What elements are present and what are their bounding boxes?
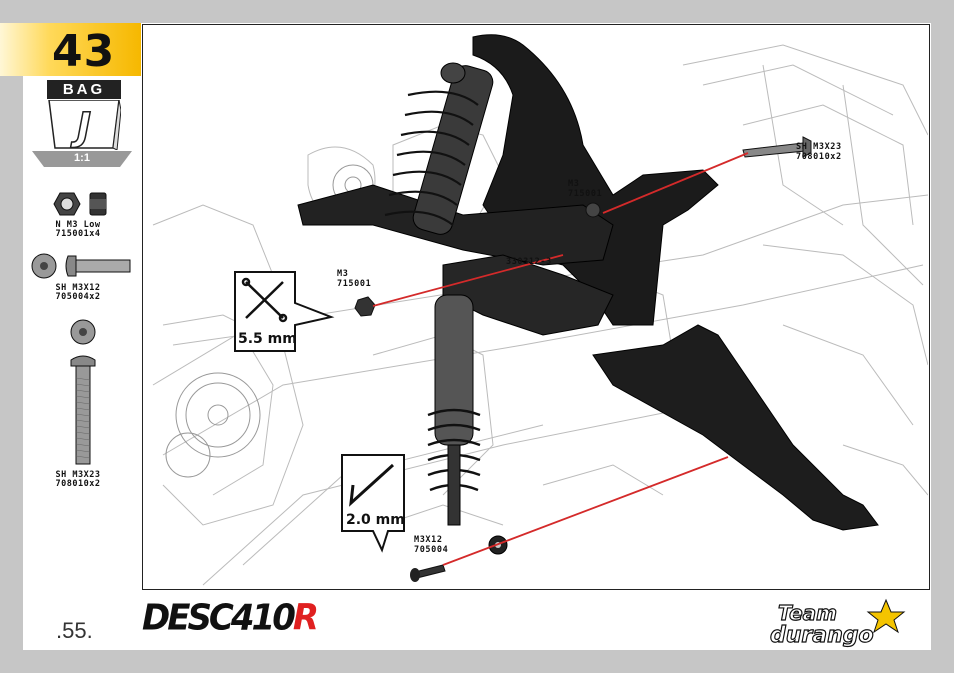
callout-part-330312: 330312-3	[506, 257, 552, 267]
part-code: 708010x2	[55, 479, 101, 489]
page-number: .55.	[56, 618, 93, 643]
callout-m3-lower-name: M3	[337, 269, 349, 279]
hex-key-icon	[349, 463, 395, 507]
part-name: SH M3X23	[55, 470, 101, 480]
lower-arm	[592, 324, 879, 531]
brand-main: DESC410	[142, 597, 296, 639]
callout-sh-m3x23-name: SH M3X23	[796, 142, 842, 152]
assembly-diagram	[142, 24, 930, 590]
brand-suffix: R	[292, 597, 319, 639]
step-number: 43	[52, 26, 116, 77]
tool-size-cross-wrench: 5.5 mm	[238, 331, 297, 347]
cross-wrench-icon	[241, 277, 288, 323]
team-durango-logo: Team durango	[769, 598, 906, 648]
assembly-lines	[372, 152, 749, 566]
callout-m3x12-name: M3X12	[414, 535, 443, 545]
scale-label: 1:1	[74, 152, 90, 164]
screw-m3x12-icon	[31, 253, 131, 279]
svg-text:Team: Team	[778, 601, 837, 625]
part-code: 705004x2	[55, 292, 101, 302]
screw-m3x23-icon	[70, 319, 96, 465]
bag-icon: J	[48, 100, 121, 150]
part-name: SH M3X12	[55, 283, 101, 293]
nut-icon	[53, 192, 107, 216]
callout-sh-m3x23-code: 708010x2	[796, 152, 842, 162]
part-code: 715001x4	[55, 229, 101, 239]
step-badge	[0, 23, 141, 76]
brand-logo: DESC410R	[142, 597, 319, 639]
tool-callouts	[234, 271, 405, 553]
callout-m3-lower-code: 715001	[337, 279, 372, 289]
part-name: N M3 Low	[55, 220, 101, 230]
hardware	[354, 136, 812, 582]
tool-size-hex-key: 2.0 mm	[346, 512, 405, 528]
suspension-drawing	[152, 34, 929, 586]
callout-m3x12-code: 705004	[414, 545, 449, 555]
scale-banner	[32, 151, 132, 167]
bag-header: BAG	[47, 80, 121, 99]
callout-m3-upper-name: M3	[568, 179, 580, 189]
svg-text:durango: durango	[770, 623, 874, 648]
shock-absorber	[384, 62, 508, 555]
callout-m3-upper-code: 715001	[568, 189, 603, 199]
